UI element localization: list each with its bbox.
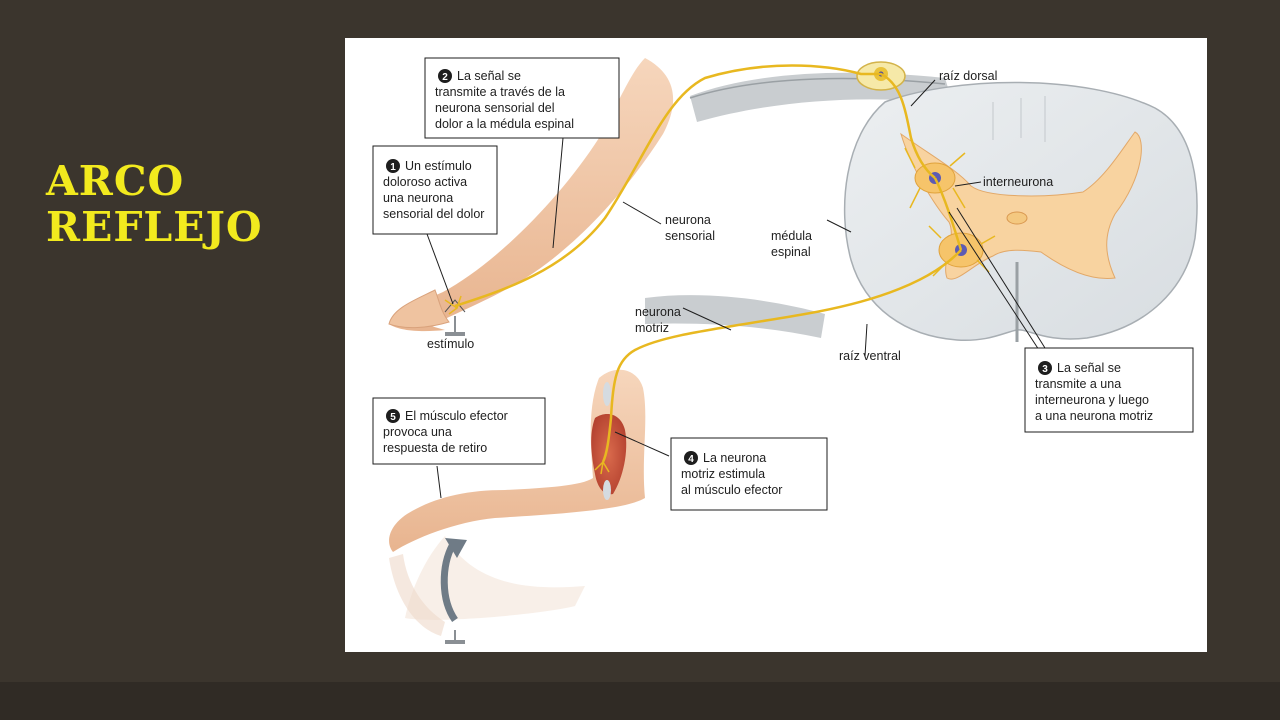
label-neurona-motriz-2: motriz bbox=[635, 321, 669, 335]
step-number-icon bbox=[684, 451, 698, 465]
step-number-icon bbox=[438, 69, 452, 83]
svg-text:transmite a una: transmite a una bbox=[1035, 377, 1121, 391]
svg-text:La neurona: La neurona bbox=[703, 451, 766, 465]
stimulus-pin-2 bbox=[445, 630, 465, 644]
leader-lines bbox=[426, 79, 1046, 499]
svg-text:4: 4 bbox=[688, 454, 694, 465]
step-number-icon bbox=[1038, 361, 1052, 375]
label-estimulo: estímulo bbox=[427, 337, 474, 351]
svg-text:interneurona y luego: interneurona y luego bbox=[1035, 393, 1149, 407]
callout-5: 5 El músculo efector provoca una respues… bbox=[372, 397, 546, 465]
callout-1: 1 Un estímulo doloroso activa una neuron… bbox=[372, 145, 498, 235]
svg-text:doloroso activa: doloroso activa bbox=[383, 175, 467, 189]
reflex-arc-figure: 1 Un estímulo doloroso activa una neuron… bbox=[345, 38, 1207, 652]
sensory-neuron-path bbox=[444, 64, 936, 315]
callout-4: 4 La neurona motriz estimula al músculo … bbox=[670, 437, 828, 511]
svg-text:respuesta de retiro: respuesta de retiro bbox=[383, 441, 487, 455]
svg-text:3: 3 bbox=[1042, 364, 1048, 375]
label-neurona-sensorial-2: sensorial bbox=[665, 229, 715, 243]
svg-text:provoca una: provoca una bbox=[383, 425, 452, 439]
withdrawal-arrow bbox=[440, 538, 467, 623]
label-raiz-dorsal: raíz dorsal bbox=[939, 69, 997, 83]
label-neurona-motriz-1: neurona bbox=[635, 305, 681, 319]
svg-text:sensorial del dolor: sensorial del dolor bbox=[383, 207, 484, 221]
upper-arm bbox=[388, 58, 674, 332]
svg-text:transmite a través de la: transmite a través de la bbox=[435, 85, 565, 99]
step-number-icon bbox=[386, 159, 400, 173]
svg-text:El músculo efector: El músculo efector bbox=[405, 409, 508, 423]
svg-text:neurona sensorial del: neurona sensorial del bbox=[435, 101, 555, 115]
footer-bar bbox=[0, 682, 1280, 720]
interneuron-path bbox=[933, 177, 963, 251]
svg-text:La señal se: La señal se bbox=[1057, 361, 1121, 375]
svg-text:2: 2 bbox=[442, 72, 448, 83]
svg-text:1: 1 bbox=[390, 162, 396, 173]
svg-text:al músculo efector: al músculo efector bbox=[681, 483, 782, 497]
lower-arm bbox=[389, 369, 646, 636]
svg-text:Un estímulo: Un estímulo bbox=[405, 159, 472, 173]
step-number-icon bbox=[386, 409, 400, 423]
label-medula-espinal-2: espinal bbox=[771, 245, 811, 259]
label-interneurona: interneurona bbox=[983, 175, 1053, 189]
motor-neuron-path bbox=[594, 249, 962, 475]
slide-title: ARCO REFLEJO bbox=[46, 157, 263, 251]
svg-text:dolor a la médula espinal: dolor a la médula espinal bbox=[435, 117, 574, 131]
svg-text:motriz estimula: motriz estimula bbox=[681, 467, 765, 481]
spinal-cord bbox=[843, 81, 1198, 342]
svg-text:La señal se: La señal se bbox=[457, 69, 521, 83]
label-neurona-sensorial-1: neurona bbox=[665, 213, 711, 227]
callout-3: 3 La señal se transmite a una interneuro… bbox=[1024, 347, 1194, 433]
stimulus-pin bbox=[444, 299, 466, 336]
svg-text:a una neurona motriz: a una neurona motriz bbox=[1035, 409, 1153, 423]
label-medula-espinal-1: médula bbox=[771, 229, 812, 243]
label-raiz-ventral: raíz ventral bbox=[839, 349, 901, 363]
svg-text:5: 5 bbox=[390, 412, 396, 423]
svg-text:una neurona: una neurona bbox=[383, 191, 453, 205]
callout-2: 2 La señal se transmite a través de la n… bbox=[424, 57, 620, 139]
dorsal-root-ganglion bbox=[856, 61, 906, 91]
